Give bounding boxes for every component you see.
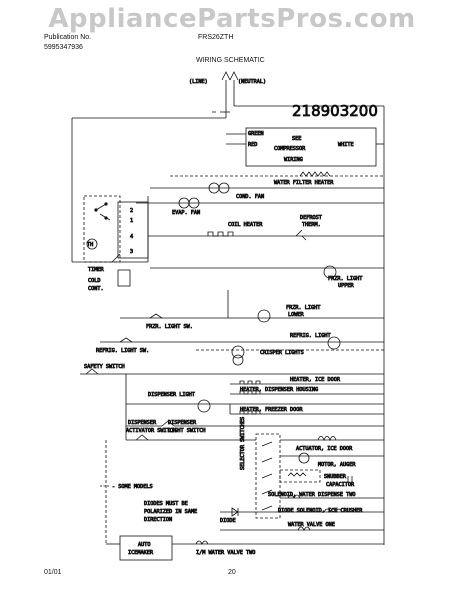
diode-solenoid-ice-crusher: DIODE SOLENOID, ICE CRUSHER (278, 508, 363, 514)
watermark: AppliancePartsPros.com (48, 4, 416, 34)
safety-switch: SAFETY SWITCH (84, 364, 125, 370)
crisper-lights: CRISPER LIGHTS (260, 350, 304, 356)
cold-control-switch-icon (111, 253, 121, 263)
selector-switches: SELECTOR SWITCHES (240, 417, 246, 470)
frzr-light-upper-2: UPPER (338, 283, 354, 289)
dispenser-light-switch-1: DISPENSER (168, 420, 197, 426)
timer-contacts-icon (95, 203, 111, 221)
dispenser-light: DISPENSER LIGHT (148, 392, 195, 398)
dispenser-activator-switch-2: ACTIVATOR SWITCH (126, 428, 176, 434)
im-water-valve-two: I/M WATER VALVE TWO (196, 550, 255, 556)
defrost-therm-2: THERM. (302, 222, 321, 228)
cold-control-1: COLD (88, 278, 101, 284)
solenoid-water-dispense-two: SOLENOID, WATER DISPENSE TWO (268, 492, 355, 498)
wire-white: WHITE (338, 142, 354, 148)
heater-ice-door: HEATER, ICE DOOR (290, 377, 341, 383)
dispenser-light-switch-icon (161, 420, 175, 427)
dispenser-activator-switch-1: DISPENSER (128, 420, 157, 426)
water-filter-heater: WATER FILTER HEATER (274, 180, 334, 186)
frzr-light-upper-icon (323, 265, 337, 279)
wire-red: RED (248, 142, 257, 148)
refrig-light-icon (327, 336, 341, 350)
compressor-box (245, 127, 377, 167)
snubber-capacitor-2: CAPACITOR (326, 482, 355, 488)
timer-box (83, 195, 121, 263)
see-compressor-3: WIRING (284, 157, 303, 163)
auto-icemaker-2: ICEMAKER (128, 550, 154, 556)
line-label: (LINE) (189, 79, 208, 85)
timer: TIMER (88, 267, 104, 273)
actuator-ice-door-icon (317, 435, 337, 442)
dispenser-activator-switch-icon (135, 434, 149, 441)
cold-control-2: CONT. (88, 286, 104, 292)
diagram-number: 218903200 (292, 102, 378, 120)
refrig-light-sw-icon (119, 337, 133, 343)
refrig-light: REFRIG. LIGHT (290, 333, 331, 339)
dispenser-light-switch-2: LIGHT SWITCH (168, 428, 205, 434)
cond-fan: COND. FAN (236, 194, 264, 200)
page-number: 20 (228, 569, 236, 576)
defrost-therm-1: DEFROST (300, 215, 322, 221)
refrig-light-sw: REFRIG. LIGHT SW. (96, 348, 149, 354)
water-valve-one: WATER VALVE ONE (288, 522, 335, 528)
timer-terminal-1: 2 (130, 208, 133, 214)
cold-control-bulb-icon (117, 269, 131, 287)
timer-terminal-2: 1 (130, 218, 133, 224)
publication-label: Publication No. (44, 34, 92, 41)
solenoid-water-dispense-icon (287, 494, 301, 499)
timer-terminal-3: 3 (130, 249, 133, 255)
wire-green: GREEN (248, 131, 264, 137)
frzr-light-lower-1: FRZR. LIGHT (286, 305, 320, 311)
motor-auger-icon (298, 452, 310, 464)
safety-switch-icon (85, 368, 99, 375)
th-label: TH (87, 242, 93, 248)
crisper-light-1-icon (231, 345, 245, 359)
timer-terminal-4: 4 (130, 234, 133, 240)
dispenser-light-icon (197, 399, 211, 413)
frzr-light-sw-icon (149, 313, 163, 319)
snubber-capacitor-1: SNUBBER (324, 474, 347, 480)
section-title: WIRING SCHEMATIC (196, 57, 265, 64)
heater-freezer-door-icon (239, 410, 261, 415)
auto-icemaker-box (119, 535, 173, 561)
diode-icon (231, 507, 239, 517)
heater-dispenser-housing: HEATER, DISPENSER HOUSING (240, 387, 318, 393)
auto-icemaker-1: AUTO (138, 542, 151, 548)
actuator-ice-door: ACTUATOR, ICE DOOR (296, 446, 353, 452)
water-filter-heater-icon (299, 171, 331, 177)
timer-motor-icon (86, 238, 98, 250)
auger-motor-box (279, 469, 321, 483)
defrost-therm-icon (295, 229, 307, 241)
diodes-note-2: POLARIZED IN SAME (144, 509, 197, 515)
evap-fan: EVAP. FAN (172, 210, 200, 216)
frzr-light-upper-1: FRZR. LIGHT (328, 276, 362, 282)
some-models: - SOME MODELS (112, 484, 153, 490)
see-compressor-2: COMPRESSOR (274, 146, 306, 152)
coil-heater-icon (207, 231, 234, 237)
diode-label: DIODE (220, 518, 236, 524)
selector-contacts-icon (261, 441, 273, 511)
diodes-note-3: DIRECTION (144, 517, 172, 523)
diodes-note-1: DIODES MUST BE (144, 501, 188, 507)
heater-ice-door-icon (239, 380, 261, 385)
heater-dispenser-housing-icon (239, 390, 261, 395)
publication-number: 5995347936 (44, 44, 83, 51)
motor-auger: MOTOR, AUGER (318, 462, 356, 468)
frzr-light-lower-icon (257, 309, 271, 323)
model-number: FRS26ZTH (198, 34, 234, 41)
heater-freezer-door: HEATER, FREEZER DOOR (240, 407, 303, 413)
snubber-capacitor-icon (347, 476, 353, 482)
im-water-valve-two-icon (195, 540, 209, 545)
coil-heater: COIL HEATER (228, 222, 263, 228)
neutral-label: (NEUTRAL) (238, 79, 266, 85)
water-valve-one-icon (297, 526, 311, 531)
ice-crusher-solenoid-icon (323, 508, 343, 513)
frzr-light-lower-2: LOWER (288, 312, 304, 318)
frzr-light-sw: FRZR. LIGHT SW. (146, 324, 193, 330)
footer-date: 01/01 (44, 569, 62, 576)
see-compressor-1: SEE (292, 136, 301, 142)
